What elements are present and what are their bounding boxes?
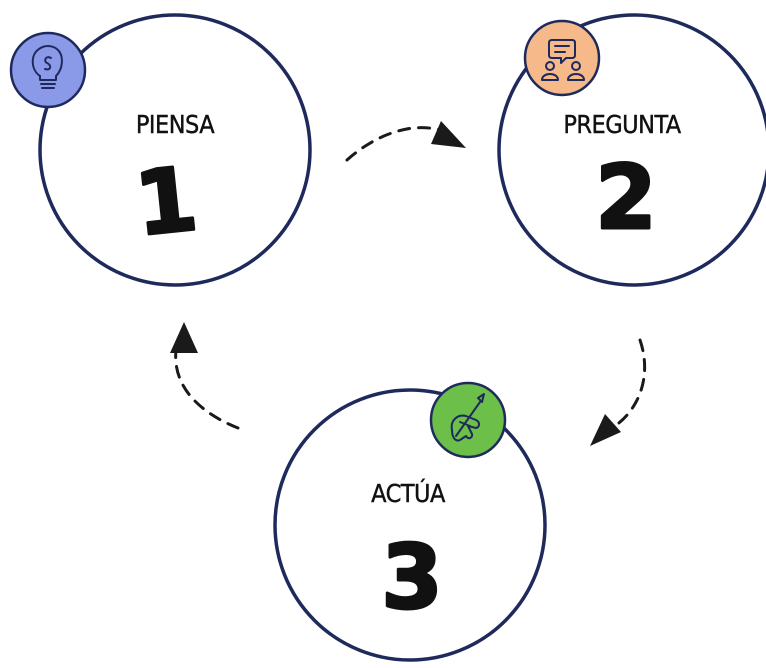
step-3-circle <box>273 388 547 662</box>
arrow-1-to-2 <box>345 121 466 162</box>
step-2: PREGUNTA 2 <box>497 13 766 287</box>
conversation-icon <box>541 39 585 81</box>
step-1-title: PIENSA <box>136 110 215 139</box>
step-2-title: PREGUNTA <box>563 110 681 139</box>
arrow-3-to-1 <box>170 322 240 430</box>
step-1-circle <box>38 13 312 287</box>
step-3: ACTÚA 3 <box>273 381 547 662</box>
hand-pen-icon <box>450 393 485 442</box>
arrow-2-to-3 <box>590 338 647 446</box>
lightbulb-icon <box>31 45 63 89</box>
step-3-title: ACTÚA <box>371 478 446 508</box>
step-2-number: 2 <box>595 146 656 249</box>
step-1-number: 1 <box>130 147 202 256</box>
step-1: PIENSA 1 <box>9 13 312 287</box>
step-3-number: 3 <box>381 526 442 629</box>
